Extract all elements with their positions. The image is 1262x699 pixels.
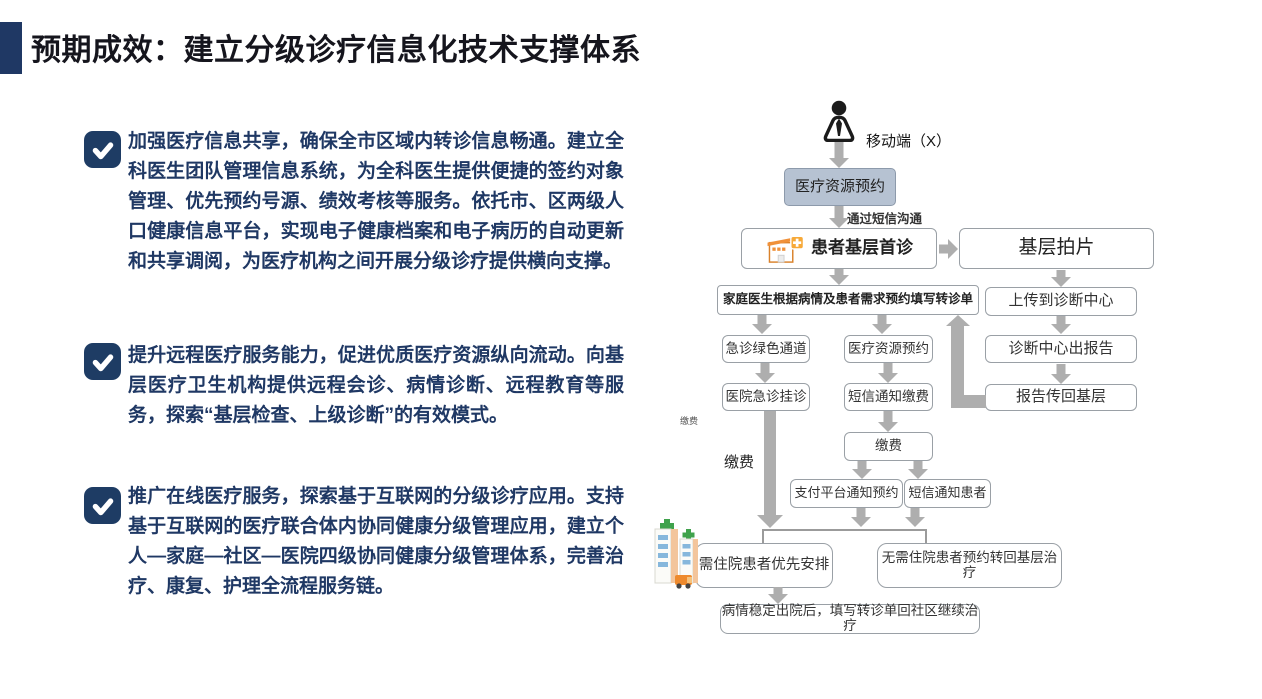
checkmark-glyph xyxy=(92,353,113,371)
fee-label-small: 缴费 xyxy=(680,416,699,426)
flow-node-report-back[interactable]: 报告传回基层 xyxy=(985,384,1137,411)
mobile-endpoint-label: 移动端（X） xyxy=(866,133,952,150)
connector-line xyxy=(925,529,927,543)
flow-arrow-down-icon xyxy=(768,587,788,604)
flow-arrow-down-icon xyxy=(905,508,925,527)
flow-arrow-down-icon xyxy=(1051,270,1071,287)
flow-arrow-down-icon xyxy=(851,508,871,527)
fee-label: 缴费 xyxy=(724,454,755,471)
feedback-arrow-shaft xyxy=(951,326,964,408)
flow-node-green-channel[interactable]: 急诊绿色通道 xyxy=(722,335,810,363)
bullet-text-2: 提升远程医疗服务能力，促进优质医疗资源纵向流动。向基层医疗卫生机构提供远程会诊、… xyxy=(128,345,624,426)
check-icon xyxy=(84,131,121,168)
flow-arrow-down-icon xyxy=(752,315,772,334)
long-arrow-shaft xyxy=(764,411,776,515)
flow-node-inpatient-priority[interactable]: 需住院患者优先安排 xyxy=(695,543,833,588)
flow-node-label: 患者基层首诊 xyxy=(811,238,913,258)
check-icon xyxy=(84,343,121,380)
flow-node-referral-form[interactable]: 家庭医生根据病情及患者需求预约填写转诊单 xyxy=(717,285,979,315)
flow-arrow-right-icon xyxy=(939,239,958,259)
flow-arrow-down-icon xyxy=(829,206,849,228)
flow-arrow-down-icon xyxy=(1051,316,1071,334)
flow-arrow-down-icon xyxy=(872,315,892,334)
flow-node-discharge-referral[interactable]: 病情稳定出院后，填写转诊单回社区继续治疗 xyxy=(720,603,980,634)
flow-arrow-down-icon xyxy=(908,461,928,479)
flow-arrow-down-icon xyxy=(1051,364,1071,384)
sms-channel-label: 通过短信沟通 xyxy=(847,212,923,226)
long-arrow-head-icon xyxy=(757,515,783,528)
feedback-arrow-head-icon xyxy=(946,315,970,326)
community-hospital-icon xyxy=(767,235,805,263)
hospital-buildings-icon xyxy=(654,519,698,589)
flow-node-outpatient-return[interactable]: 无需住院患者预约转回基层治疗 xyxy=(877,543,1062,588)
check-icon xyxy=(84,487,121,524)
flow-node-sms-pay-notice[interactable]: 短信通知缴费 xyxy=(844,383,933,411)
connector-line xyxy=(762,529,764,543)
flow-node-payment[interactable]: 缴费 xyxy=(844,432,933,461)
checkmark-glyph xyxy=(92,497,113,515)
flow-arrow-down-icon xyxy=(829,142,849,168)
flow-node-er-registration[interactable]: 医院急诊挂诊 xyxy=(722,383,810,411)
flow-arrow-down-icon xyxy=(829,269,849,285)
page-title: 预期成效：建立分级诊疗信息化技术支撑体系 xyxy=(31,34,641,67)
flow-arrow-down-icon xyxy=(878,363,898,383)
flow-node-resource-booking-top[interactable]: 医疗资源预约 xyxy=(784,168,896,206)
mobile-user-icon xyxy=(823,100,855,142)
flow-node-resource-booking-mid[interactable]: 医疗资源预约 xyxy=(844,335,933,363)
flow-arrow-down-icon xyxy=(878,411,898,432)
flow-node-primary-first-visit[interactable]: 患者基层首诊 xyxy=(741,228,937,269)
flow-node-upload-center[interactable]: 上传到诊断中心 xyxy=(985,287,1137,316)
flow-node-platform-booking-notice[interactable]: 支付平台通知预约 xyxy=(790,479,903,508)
feedback-arrow-shaft xyxy=(951,395,986,408)
checkmark-glyph xyxy=(92,141,113,159)
bullet-text-3: 推广在线医疗服务，探索基于互联网的分级诊疗应用。支持基于互联网的医疗联合体内协同… xyxy=(128,486,624,597)
flow-arrow-down-icon xyxy=(755,363,775,383)
flow-node-center-report[interactable]: 诊断中心出报告 xyxy=(985,335,1137,363)
title-accent-bar xyxy=(0,22,22,74)
flow-arrow-down-icon xyxy=(852,461,872,479)
flow-node-sms-patient-notice[interactable]: 短信通知患者 xyxy=(904,479,991,508)
bullet-text-1: 加强医疗信息共享，确保全市区域内转诊信息畅通。建立全科医生团队管理信息系统，为全… xyxy=(128,131,624,272)
flow-node-primary-filming[interactable]: 基层拍片 xyxy=(959,228,1154,269)
connector-line xyxy=(762,529,927,531)
